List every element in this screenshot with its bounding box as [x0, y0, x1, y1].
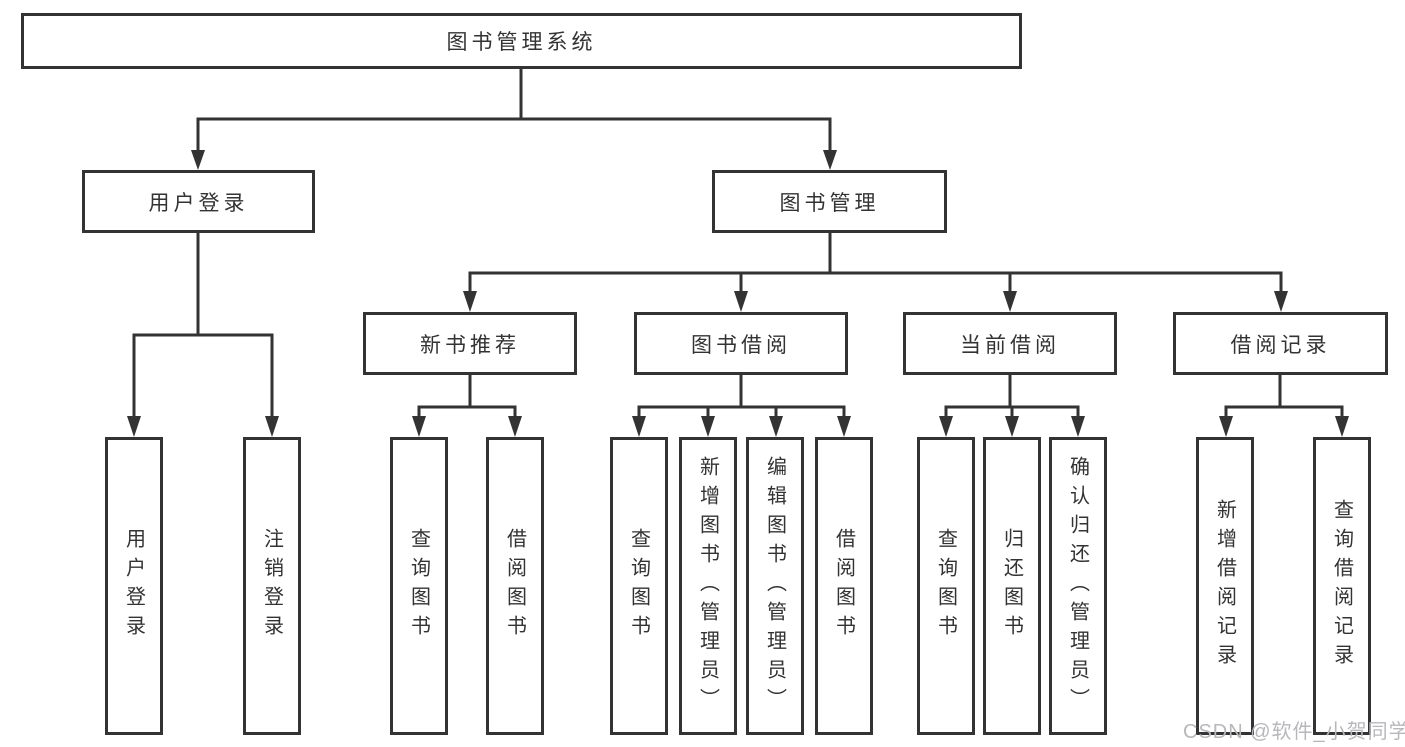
connector-new-book-recommend-children	[417, 375, 517, 418]
leaf-cb-query-books: 查询图书	[917, 437, 975, 735]
node-label: 新增借阅记录	[1213, 499, 1236, 673]
arrowhead	[769, 416, 783, 437]
arrowhead	[1071, 416, 1085, 437]
node-label: 借阅记录	[1230, 333, 1331, 357]
node-label: 借阅图书	[503, 528, 526, 644]
node-label: 查询借阅记录	[1330, 499, 1353, 673]
leaf-br-add-record: 新增借阅记录	[1196, 437, 1254, 735]
node-borrowing-records: 借阅记录	[1173, 312, 1388, 375]
leaf-user-login: 用户登录	[105, 437, 163, 735]
arrowhead	[463, 291, 477, 312]
arrowhead	[734, 291, 748, 312]
node-label: 查询图书	[407, 528, 430, 644]
connector-book-management-children	[468, 233, 1283, 293]
leaf-bb-query-books: 查询图书	[610, 437, 668, 735]
node-label: 图书管理	[779, 191, 880, 215]
node-label: 查询图书	[934, 528, 957, 644]
node-new-book-recommend: 新书推荐	[363, 312, 577, 375]
arrowhead	[823, 150, 837, 170]
leaf-cb-confirm-return-admin: 确认归还（管理员）	[1049, 437, 1107, 735]
leaf-rec-borrow-books: 借阅图书	[486, 437, 544, 735]
leaf-rec-query-books: 查询图书	[390, 437, 448, 735]
node-label: 确认归还（管理员）	[1066, 455, 1089, 717]
arrowhead	[939, 416, 953, 437]
node-label: 新增图书（管理员）	[696, 455, 719, 717]
leaf-br-query-record: 查询借阅记录	[1313, 437, 1371, 735]
node-label: 编辑图书（管理员）	[763, 455, 786, 717]
node-library-system: 图书管理系统	[21, 13, 1022, 69]
node-label: 归还图书	[1000, 528, 1023, 644]
leaf-cb-return-books: 归还图书	[983, 437, 1041, 735]
leaf-bb-add-books-admin: 新增图书（管理员）	[679, 437, 737, 735]
connector-user-login-children	[132, 233, 274, 418]
arrowhead	[265, 416, 279, 437]
leaf-bb-borrow-books: 借阅图书	[815, 437, 873, 735]
arrowhead	[1335, 416, 1349, 437]
leaf-bb-edit-books-admin: 编辑图书（管理员）	[746, 437, 804, 735]
node-label: 借阅图书	[832, 528, 855, 644]
arrowhead	[1274, 291, 1288, 312]
arrowhead	[127, 416, 141, 437]
node-label: 新书推荐	[420, 333, 520, 357]
node-label: 查询图书	[627, 528, 650, 644]
arrowhead	[701, 416, 715, 437]
connector-root-to-level2	[196, 69, 832, 152]
node-user-login: 用户登录	[82, 170, 315, 233]
arrowhead	[1219, 416, 1233, 437]
connector-borrowing-records-children	[1224, 375, 1344, 418]
node-label: 用户登录	[148, 191, 249, 215]
arrowhead	[1005, 416, 1019, 437]
arrowhead	[1003, 291, 1017, 312]
arrowhead	[191, 150, 205, 170]
node-label: 图书借阅	[691, 333, 791, 357]
connector-book-borrowing-children	[637, 375, 846, 418]
node-book-management: 图书管理	[712, 170, 947, 233]
arrowhead	[837, 416, 851, 437]
csdn-watermark: CSDN @软件_小贺同学	[1183, 721, 1405, 743]
node-book-borrowing: 图书借阅	[634, 312, 848, 375]
node-label: 用户登录	[122, 528, 145, 644]
connector-current-borrowing-children	[944, 375, 1080, 418]
arrowhead	[632, 416, 646, 437]
arrowhead	[508, 416, 522, 437]
node-current-borrowing: 当前借阅	[903, 312, 1117, 375]
arrowhead	[412, 416, 426, 437]
leaf-logout: 注销登录	[243, 437, 301, 735]
node-label: 注销登录	[260, 528, 283, 644]
node-label: 图书管理系统	[446, 31, 597, 54]
node-label: 当前借阅	[960, 333, 1060, 357]
